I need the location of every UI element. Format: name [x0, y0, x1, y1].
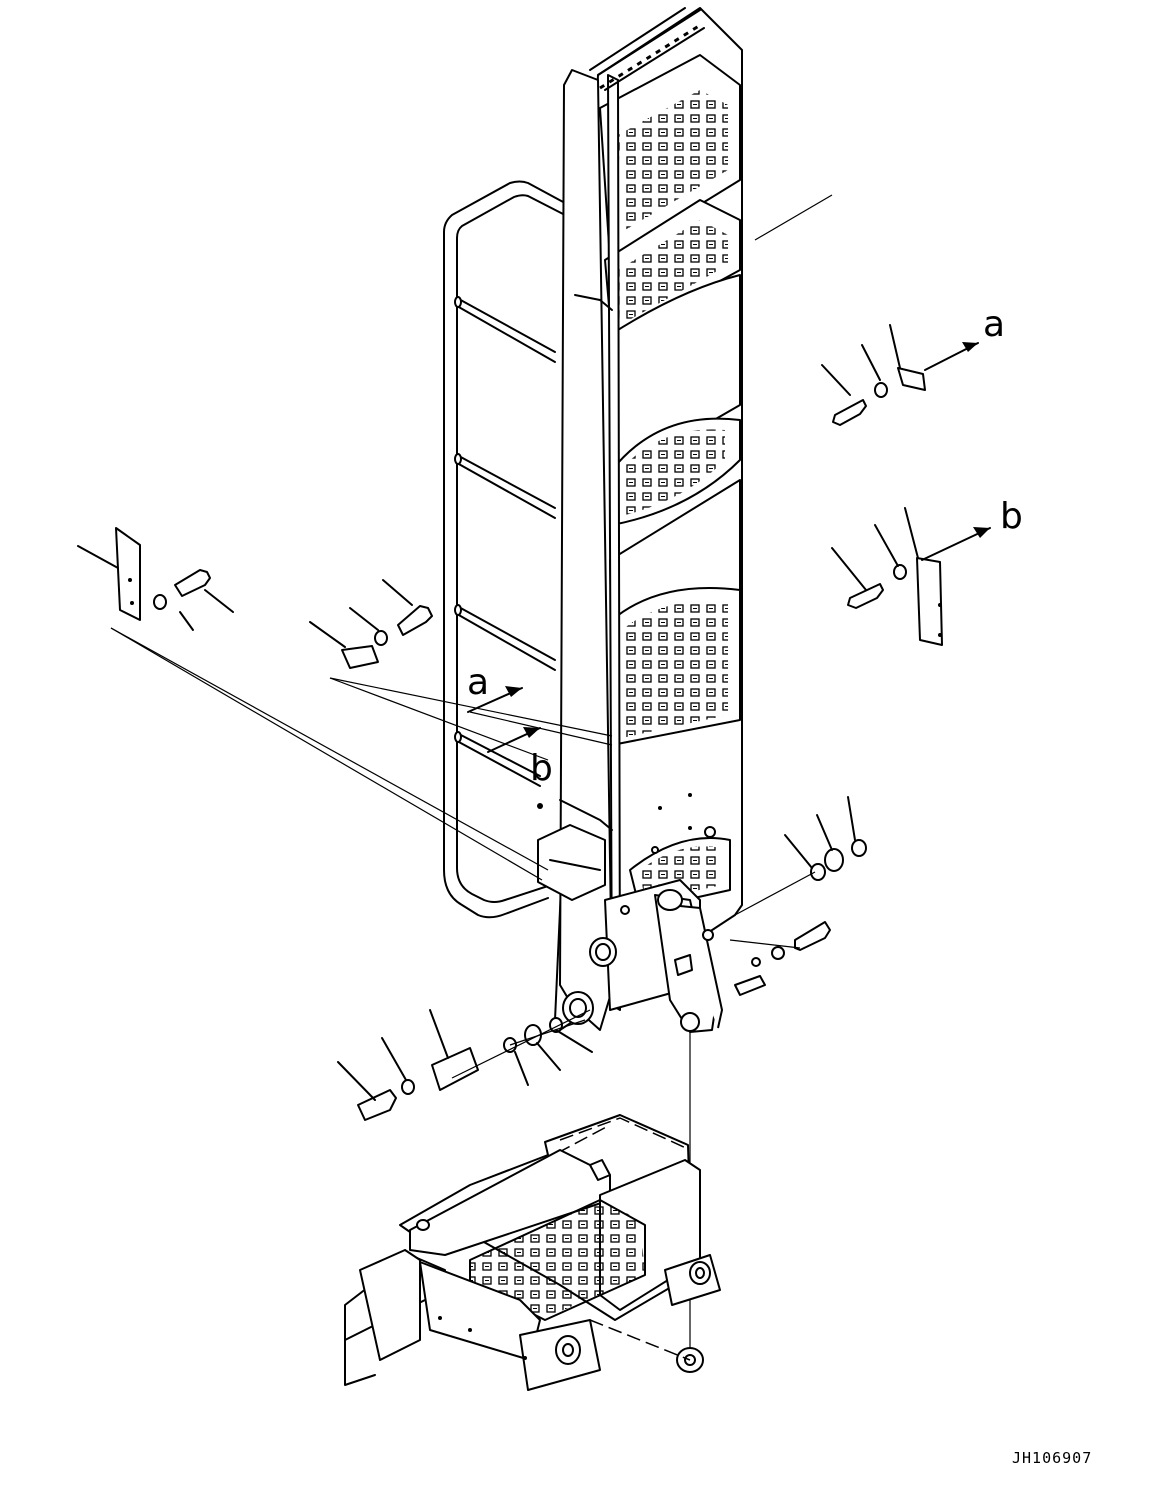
washer-right-2 — [893, 564, 907, 580]
mounting-deck — [344, 1114, 721, 1391]
washer-right-4 — [751, 957, 761, 967]
bolt-left-2 — [397, 605, 433, 636]
bolt-right-1 — [832, 399, 867, 426]
bolt-right-3 — [794, 921, 831, 951]
bolt-right-2 — [847, 583, 884, 609]
washer-right-1 — [874, 382, 888, 398]
bolt-left-1 — [174, 569, 211, 597]
stopper-block — [431, 1047, 479, 1091]
assembly-leader-lines — [110, 194, 833, 1350]
drawing-code: JH106907 — [1012, 1449, 1092, 1467]
snap-ring-right-2 — [851, 839, 867, 857]
ladder-handrail — [443, 180, 566, 919]
washer-left-1 — [153, 594, 167, 610]
right-fasteners-group — [734, 324, 943, 996]
view-label-b-center: b — [530, 748, 553, 789]
view-label-a-right: a — [983, 304, 1005, 345]
ladder-body — [537, 7, 743, 1031]
cover-plate-a-left — [341, 645, 379, 669]
washer-right-3 — [771, 946, 785, 960]
view-label-b-right: b — [1000, 496, 1023, 537]
bolt-lower-left — [357, 1089, 397, 1121]
pin-right — [734, 975, 766, 996]
bushing-right-1 — [824, 848, 844, 872]
lower-left-fasteners-group — [337, 1009, 593, 1121]
cover-plate-b-left — [115, 527, 141, 621]
view-arrows — [467, 342, 991, 753]
handrail-rungs — [454, 296, 556, 787]
washer-left-2 — [374, 630, 388, 646]
view-label-a-center: a — [467, 662, 489, 703]
left-fasteners-group — [77, 527, 433, 669]
washer-lower-left — [401, 1079, 415, 1095]
ladder-link-arm — [654, 889, 723, 1033]
cover-plate-a-right — [897, 367, 926, 391]
cover-plate-b-right — [916, 557, 943, 646]
snap-ring-right — [810, 863, 826, 881]
